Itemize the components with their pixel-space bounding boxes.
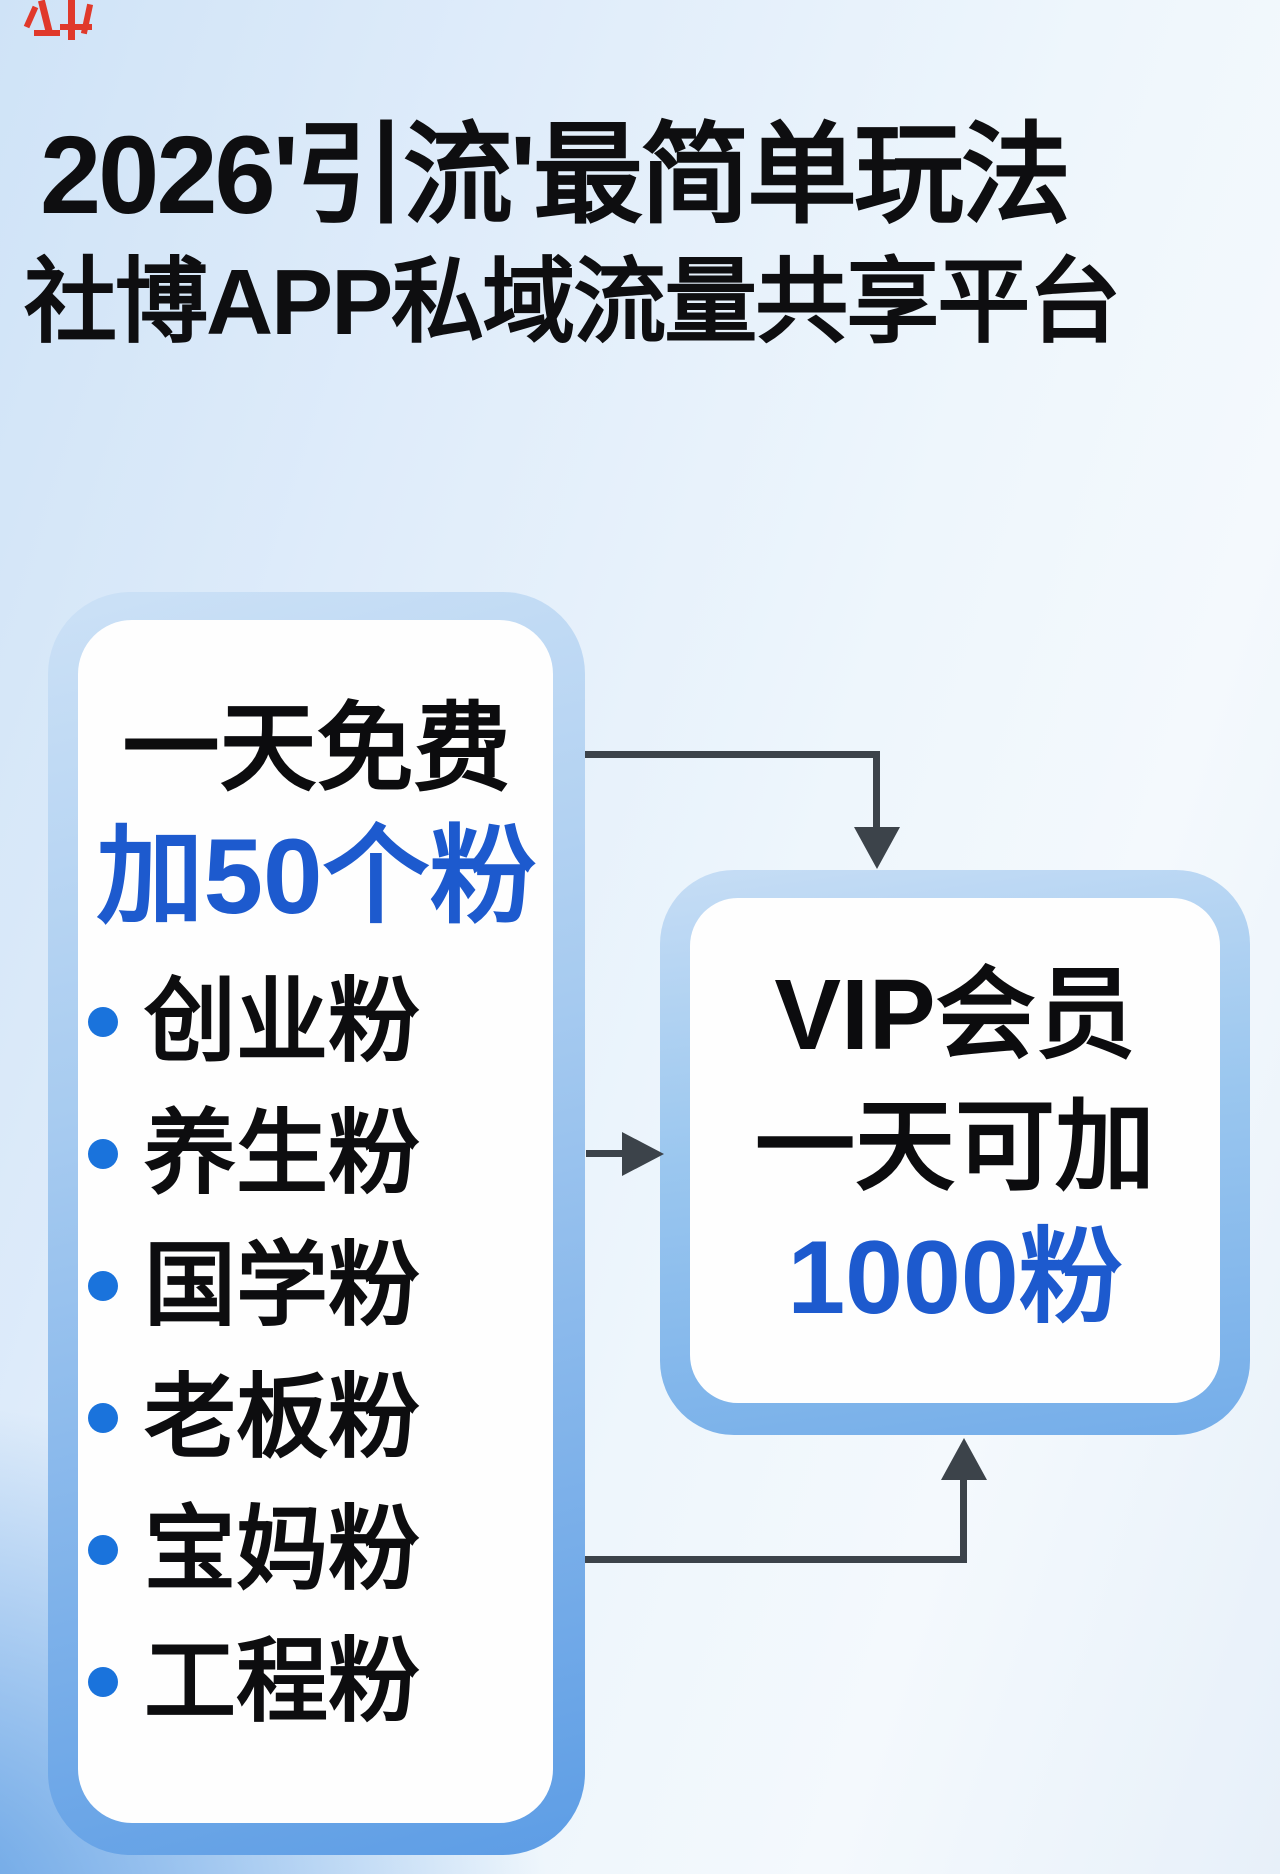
bullet-dot-icon xyxy=(88,1535,118,1565)
bottom-arrow-horizontal-line xyxy=(585,1556,967,1563)
list-item-label: 老板粉 xyxy=(144,1367,421,1469)
bottom-arrow-up-head-icon xyxy=(941,1438,987,1480)
list-item: 工程粉 xyxy=(88,1616,558,1748)
list-item: 养生粉 xyxy=(88,1088,558,1220)
vip-card-line2: 一天可加 xyxy=(755,1091,1155,1203)
top-arrow-vertical-line xyxy=(873,751,880,829)
list-item: 创业粉 xyxy=(88,956,558,1088)
list-item: 宝妈粉 xyxy=(88,1484,558,1616)
list-item-label: 养生粉 xyxy=(144,1103,421,1205)
watermark-stroke xyxy=(68,0,75,40)
bullet-dot-icon xyxy=(88,1139,118,1169)
middle-arrow-right-head-icon xyxy=(622,1132,664,1176)
free-plan-card xyxy=(48,592,585,1855)
free-plan-subheading: 加50个粉 xyxy=(96,816,537,936)
list-item-label: 宝妈粉 xyxy=(144,1499,421,1601)
main-title: 2026'引流'最简单玩法 xyxy=(39,114,1071,237)
list-item-label: 工程粉 xyxy=(144,1631,421,1733)
top-arrow-down-head-icon xyxy=(854,827,900,869)
bullet-dot-icon xyxy=(88,1403,118,1433)
vip-card-face xyxy=(690,898,1220,1403)
list-item: 老板粉 xyxy=(88,1352,558,1484)
list-item: 国学粉 xyxy=(88,1220,558,1352)
bullet-dot-icon xyxy=(88,1667,118,1697)
sub-title: 社博APP私域流量共享平台 xyxy=(24,250,1121,354)
list-item-label: 国学粉 xyxy=(144,1235,421,1337)
red-watermark-marks xyxy=(20,0,100,48)
middle-arrow-line xyxy=(586,1150,624,1157)
vip-card-line3: 1000粉 xyxy=(787,1220,1123,1336)
free-plan-heading: 一天免费 xyxy=(122,694,511,803)
bullet-dot-icon xyxy=(88,1007,118,1037)
watermark-stroke xyxy=(34,30,60,36)
watermark-stroke xyxy=(23,5,39,29)
vip-card xyxy=(660,870,1250,1435)
bullet-dot-icon xyxy=(88,1271,118,1301)
list-item-label: 创业粉 xyxy=(144,971,421,1073)
bottom-arrow-vertical-line xyxy=(960,1480,967,1563)
free-plan-card-face xyxy=(78,620,553,1823)
watermark-stroke xyxy=(60,24,92,30)
top-arrow-horizontal-line xyxy=(585,751,880,758)
vip-card-line1: VIP会员 xyxy=(774,959,1136,1071)
